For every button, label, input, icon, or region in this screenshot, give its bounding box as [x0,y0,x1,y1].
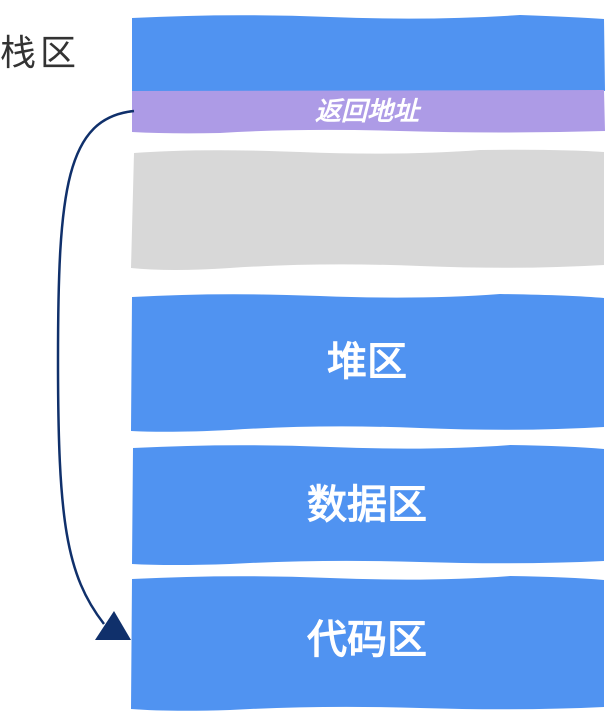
return-address-block [132,90,605,134]
return-arrow-curve [56,109,135,625]
code-block [131,576,604,711]
return-address-label: 返回地址 [314,97,419,127]
heap-label: 堆区 [327,339,407,385]
data-area-label: 数据区 [307,482,427,528]
free-space-block [131,149,604,270]
heap-block [131,294,604,432]
data-block [132,445,604,565]
return-arrow-head [95,611,131,640]
stack-block [132,15,605,92]
stack-area-title: 栈区 [0,33,81,74]
code-area-label: 代码区 [307,617,427,663]
